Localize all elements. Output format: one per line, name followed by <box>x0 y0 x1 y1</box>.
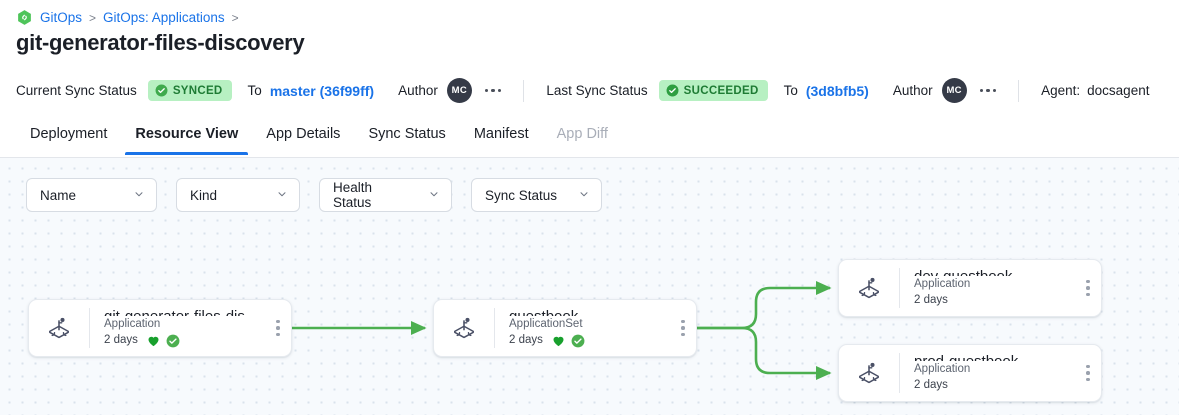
divider-2 <box>1018 79 1020 102</box>
status-badge-synced[interactable]: SYNCED <box>147 80 232 101</box>
filter-sync-status[interactable]: Sync Status <box>471 178 602 212</box>
last-to-word: To <box>783 83 798 98</box>
node-name: dev-guestbook <box>914 268 1075 276</box>
current-author-avatar[interactable]: MC <box>446 78 472 103</box>
status-badge-synced-label: SYNCED <box>172 84 223 97</box>
node-name: prod-guestbook <box>914 353 1075 361</box>
check-circle-icon <box>155 84 168 97</box>
more-vertical-icon-dev[interactable] <box>1075 260 1101 316</box>
node-age: 2 days <box>509 334 543 346</box>
graph-node-prod-guestbook[interactable]: prod-guestbook Application 2 days <box>838 344 1102 402</box>
filter-name[interactable]: Name <box>26 178 157 212</box>
filter-bar: Name Kind Health Status Sync Status <box>26 178 602 212</box>
node-meta: 2 days <box>914 293 1075 308</box>
node-kind: Application <box>914 278 971 290</box>
node-meta: 2 days <box>509 333 670 348</box>
chevron-down-icon-health <box>428 188 440 203</box>
filter-sync-status-label: Sync Status <box>485 187 558 203</box>
tab-app-details[interactable]: App Details <box>266 126 341 142</box>
filter-name-label: Name <box>40 187 77 203</box>
divider-1 <box>523 79 525 102</box>
chevron-down-icon-name <box>133 188 145 203</box>
green-check-circle-icon[interactable] <box>571 334 585 348</box>
more-horizontal-icon-current[interactable] <box>484 88 502 93</box>
more-vertical-icon-appset[interactable] <box>670 300 696 356</box>
current-sync-status-label: Current Sync Status <box>16 83 137 98</box>
node-body-appset: guestbook ApplicationSet 2 days <box>494 308 670 348</box>
breadcrumb-separator-2: > <box>231 10 239 25</box>
node-status-badges <box>146 333 180 348</box>
check-circle-icon-2 <box>666 84 679 97</box>
argo-application-icon-dev <box>839 260 899 316</box>
page-title: git-generator-files-discovery <box>16 30 305 55</box>
agent-label: Agent: <box>1041 83 1081 98</box>
current-author-label: Author <box>398 83 438 98</box>
green-heart-icon[interactable] <box>146 333 161 348</box>
tab-app-diff: App Diff <box>556 126 608 142</box>
node-body-root: git-generator-files-disco... Application… <box>89 308 265 348</box>
tab-deployment[interactable]: Deployment <box>30 126 108 142</box>
current-to-word: To <box>247 83 262 98</box>
node-name: git-generator-files-disco... <box>104 308 265 316</box>
current-revision-link[interactable]: master (36f99ff) <box>269 82 375 99</box>
last-sync-status-group: Last Sync Status SUCCEEDED To (3d8bfb5) … <box>546 78 997 103</box>
last-sync-status-label: Last Sync Status <box>546 83 648 98</box>
node-meta: 2 days <box>104 333 265 348</box>
graph-node-dev-guestbook[interactable]: dev-guestbook Application 2 days <box>838 259 1102 317</box>
last-revision-link[interactable]: (3d8bfb5) <box>805 82 869 99</box>
breadcrumb-separator: > <box>89 10 97 25</box>
status-bar: Current Sync Status SYNCED To master (36… <box>0 70 1179 111</box>
breadcrumb-item-gitops[interactable]: GitOps <box>40 10 83 25</box>
filter-health-status[interactable]: Health Status <box>319 178 452 212</box>
argo-application-icon-prod <box>839 345 899 401</box>
breadcrumb: GitOps > GitOps: Applications > <box>16 9 239 26</box>
edge-appset-to-prod <box>697 326 832 381</box>
edge-appset-to-dev <box>697 280 832 330</box>
node-status-badges <box>551 333 585 348</box>
tab-resource-view[interactable]: Resource View <box>121 116 252 155</box>
node-kind: ApplicationSet <box>509 318 583 330</box>
last-author-avatar[interactable]: MC <box>941 78 967 103</box>
more-horizontal-icon-last[interactable] <box>979 88 997 93</box>
last-author-label: Author <box>892 83 933 98</box>
filter-health-status-label: Health Status <box>333 180 373 210</box>
argo-application-icon <box>29 300 89 356</box>
breadcrumb-item-applications[interactable]: GitOps: Applications <box>103 10 225 25</box>
agent-value: docsagent <box>1087 83 1150 98</box>
node-kind: Application <box>914 363 971 375</box>
chevron-down-icon-sync <box>578 188 590 203</box>
tab-manifest[interactable]: Manifest <box>473 126 529 142</box>
status-badge-succeeded-label: SUCCEEDED <box>683 84 759 97</box>
chevron-down-icon-kind <box>276 188 288 203</box>
green-check-circle-icon[interactable] <box>166 334 180 348</box>
node-age: 2 days <box>104 334 138 346</box>
node-age: 2 days <box>914 294 948 306</box>
more-vertical-icon-prod[interactable] <box>1075 345 1101 401</box>
gitops-hexagon-link-icon <box>16 9 33 26</box>
node-meta: 2 days <box>914 378 1075 393</box>
node-body-dev: dev-guestbook Application 2 days <box>899 268 1075 308</box>
resource-graph-canvas[interactable]: Name Kind Health Status Sync Status <box>0 158 1179 415</box>
tab-sync-status[interactable]: Sync Status <box>368 126 446 142</box>
current-sync-status-group: Current Sync Status SYNCED To master (36… <box>16 78 502 103</box>
tab-bar: Deployment Resource View App Details Syn… <box>0 116 1179 158</box>
status-badge-succeeded[interactable]: SUCCEEDED <box>658 80 768 101</box>
node-body-prod: prod-guestbook Application 2 days <box>899 353 1075 393</box>
more-vertical-icon-root[interactable] <box>265 300 291 356</box>
filter-kind-label: Kind <box>190 187 218 203</box>
green-heart-icon[interactable] <box>551 333 566 348</box>
node-kind: Application <box>104 318 161 330</box>
filter-kind[interactable]: Kind <box>176 178 300 212</box>
graph-node-guestbook[interactable]: guestbook ApplicationSet 2 days <box>433 299 697 357</box>
node-name: guestbook <box>509 308 670 316</box>
graph-node-git-generator-files-discovery[interactable]: git-generator-files-disco... Application… <box>28 299 292 357</box>
node-age: 2 days <box>914 379 948 391</box>
argo-applicationset-icon <box>434 300 494 356</box>
